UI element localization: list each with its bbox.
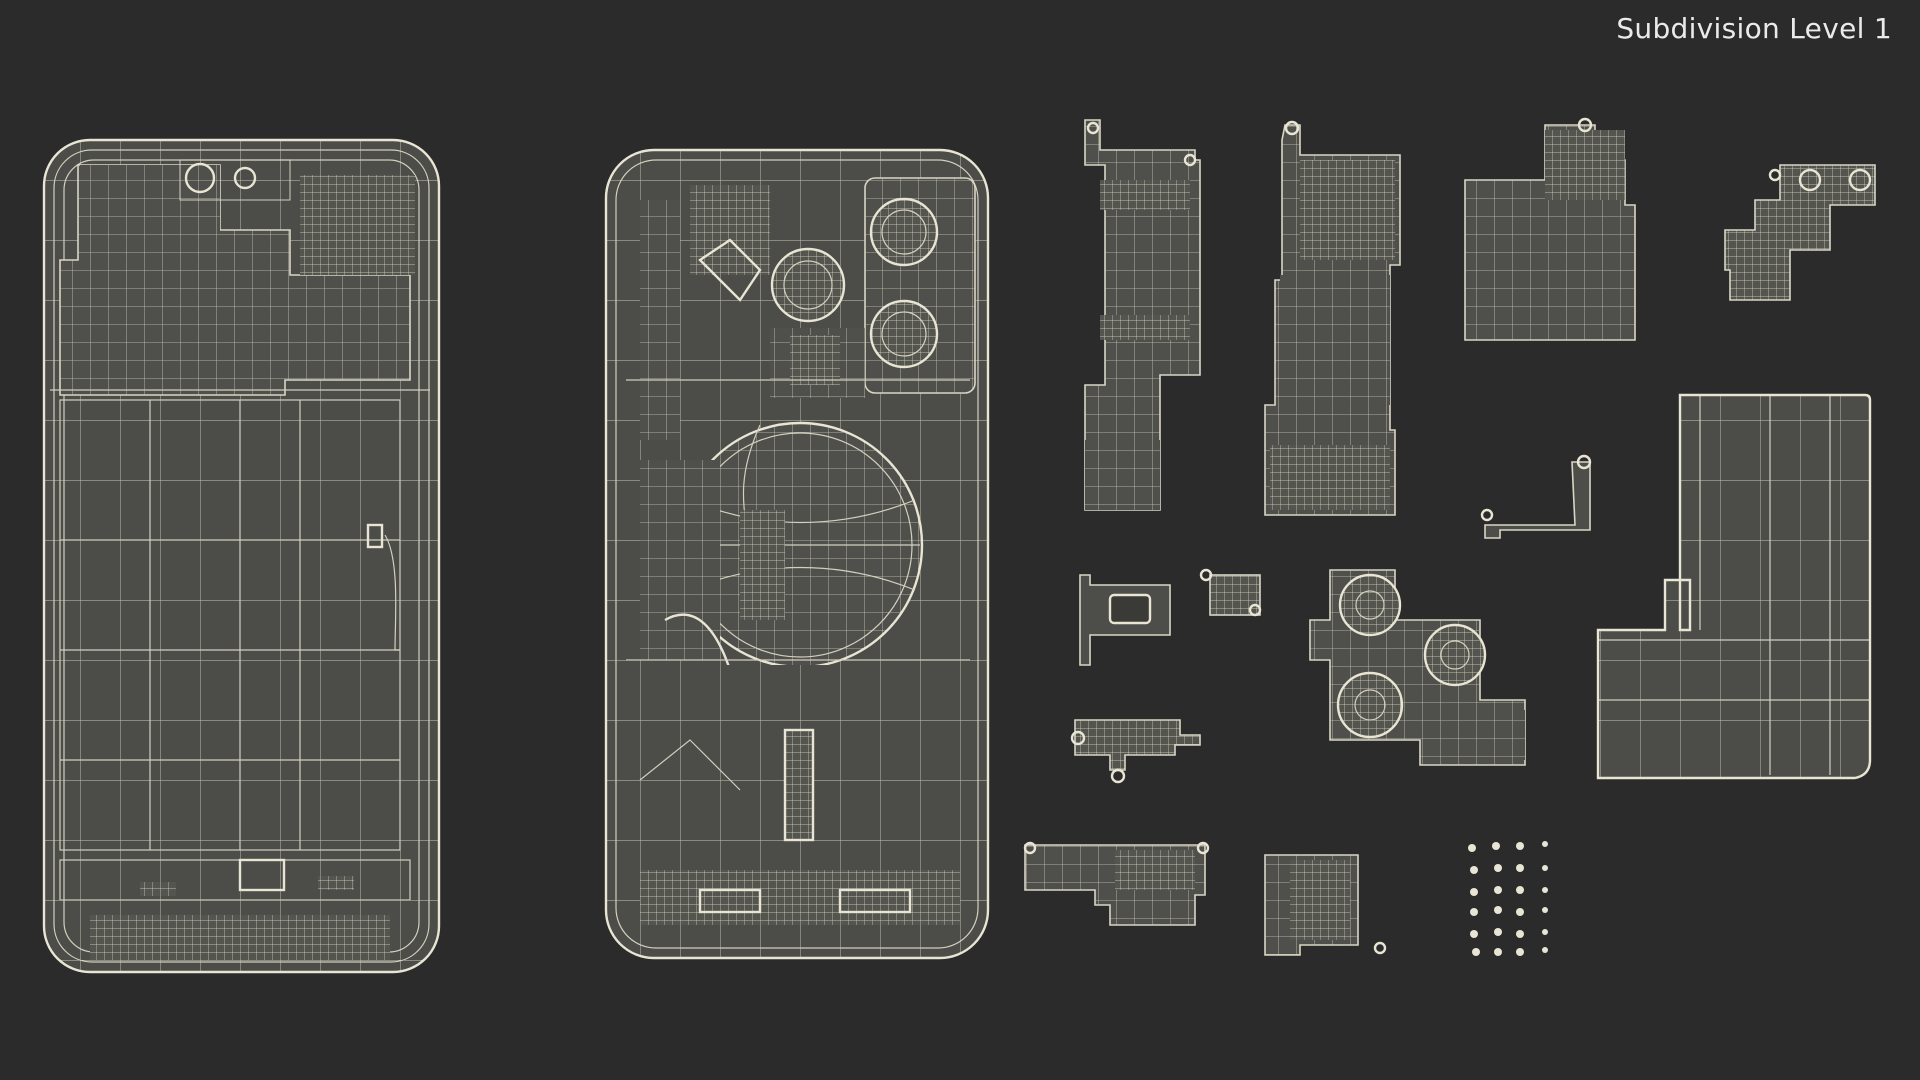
- logic-board: [1264, 120, 1401, 516]
- phone-body-internals: [604, 148, 990, 960]
- taptic-engine-block: [1464, 117, 1636, 341]
- loudspeaker-enclosure: [1023, 841, 1210, 926]
- small-shield-plate: [1199, 568, 1262, 617]
- flex-cable: [1480, 454, 1592, 539]
- battery-pack: [1596, 393, 1872, 780]
- subdivision-level-label: Subdivision Level 1: [1616, 12, 1892, 45]
- phone-body-front: [42, 138, 441, 974]
- screw-set: [1468, 841, 1548, 956]
- charging-port-bracket: [1264, 854, 1387, 956]
- sim-tray: [1079, 574, 1171, 666]
- speaker-module: [1070, 719, 1201, 784]
- logic-board-bracket: [1084, 119, 1201, 511]
- front-camera-module: [1724, 164, 1876, 301]
- rear-camera-module: [1309, 569, 1526, 766]
